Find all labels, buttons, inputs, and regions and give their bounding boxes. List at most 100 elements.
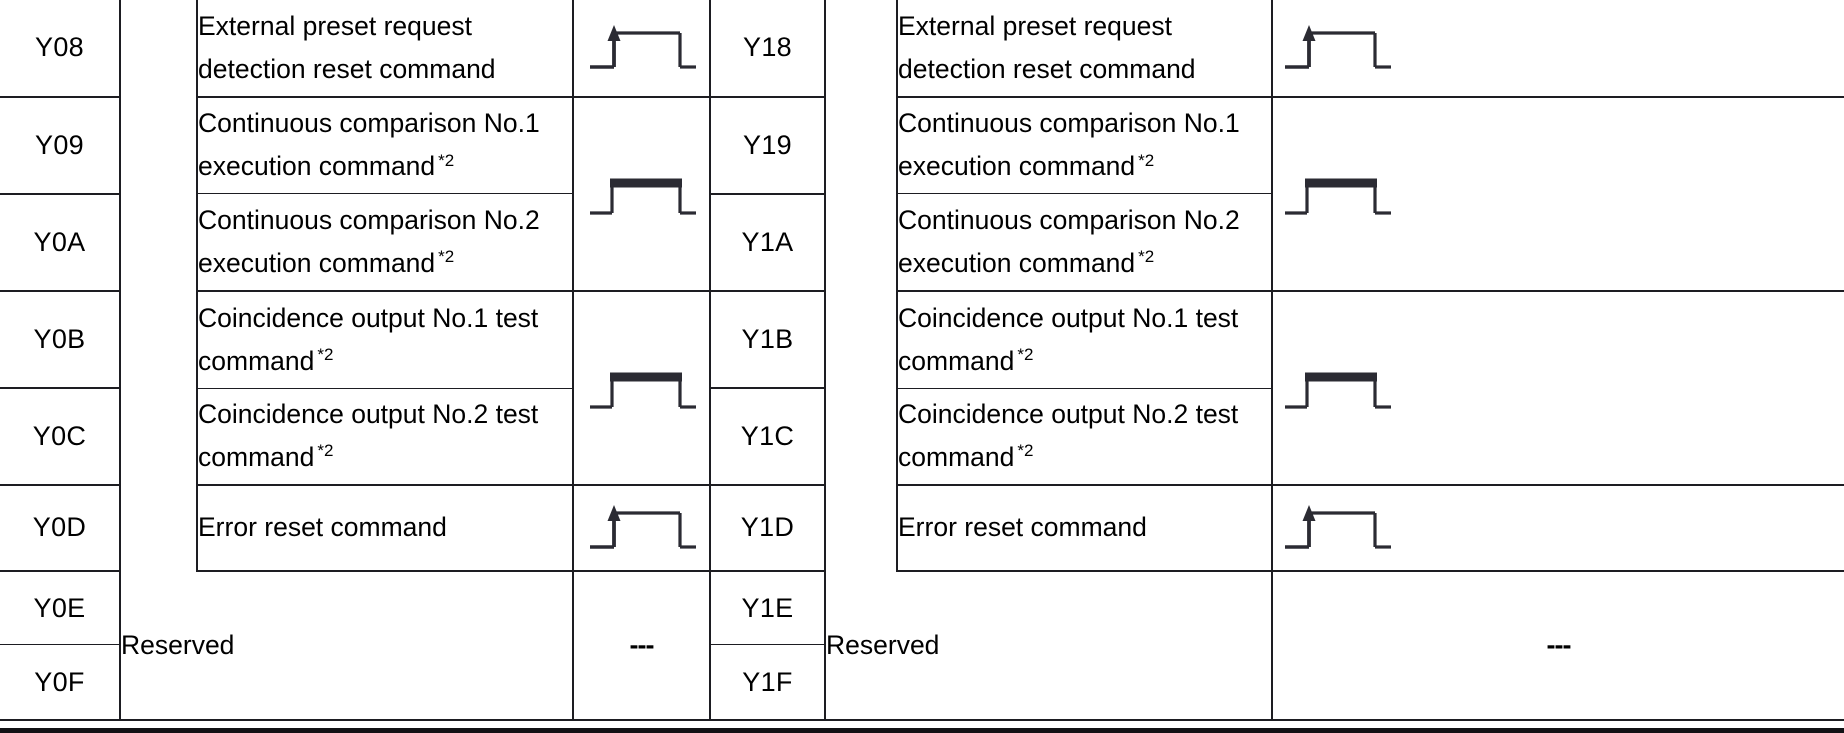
signal-waveform-cell xyxy=(573,485,711,572)
description-cell: Continuous comparison No.1 execution com… xyxy=(897,96,1273,195)
description-line-2: command*2 xyxy=(198,344,334,376)
signal-waveform-cell xyxy=(573,0,711,98)
footnote-marker: *2 xyxy=(438,150,455,170)
description-line-1: Error reset command xyxy=(198,512,447,543)
no-signal-indicator: --- xyxy=(1272,570,1844,722)
description-cell: Error reset command xyxy=(897,485,1273,572)
spacer-cell xyxy=(825,388,898,486)
spacer-cell xyxy=(825,96,898,194)
spacer-cell xyxy=(120,0,198,97)
device-code-cell: Y0F xyxy=(0,644,121,722)
footnote-marker: *2 xyxy=(317,441,334,461)
footnote-marker: *2 xyxy=(1138,247,1155,267)
description-line-1: Continuous comparison No.1 xyxy=(898,108,1240,139)
table-row: Y0B Coincidence output No.1 test command… xyxy=(0,290,1844,487)
table-bottom-rule xyxy=(0,720,1844,733)
device-code-cell: Y0C xyxy=(0,388,121,487)
description-line-2: command*2 xyxy=(198,441,334,473)
description-cell: External preset request detection reset … xyxy=(897,0,1273,98)
table-row: Y09 Continuous comparison No.1 execution… xyxy=(0,96,1844,292)
description-line-1: Error reset command xyxy=(898,512,1147,543)
footnote-marker: *2 xyxy=(1138,150,1155,170)
description-cell: Coincidence output No.1 test command*2 xyxy=(897,290,1273,389)
level-plateau-icon xyxy=(1285,372,1391,409)
rising-edge-pulse-icon xyxy=(1285,24,1391,69)
table-row: Y0A Continuous comparison No.2 execution… xyxy=(0,193,1844,292)
table-row: Y0D Error reset command Y1D Error reset … xyxy=(0,485,1844,572)
description-line-1: External preset request xyxy=(198,10,472,41)
description-line-1: Coincidence output No.1 test xyxy=(898,302,1239,333)
description-line-1: Continuous comparison No.1 xyxy=(198,108,540,139)
description-cell: Coincidence output No.2 test command*2 xyxy=(897,388,1273,487)
signal-waveform-cell xyxy=(573,96,711,292)
description-cell: Continuous comparison No.2 execution com… xyxy=(197,193,574,292)
rising-edge-pulse-icon xyxy=(1285,504,1391,549)
description-line-1: Continuous comparison No.2 xyxy=(198,205,540,236)
device-code-cell: Y1A xyxy=(709,193,826,292)
description-cell: Continuous comparison No.2 execution com… xyxy=(897,193,1273,292)
table-row: Y0F Y1F xyxy=(0,644,1844,722)
signal-waveform-cell xyxy=(1272,96,1844,292)
level-plateau-icon xyxy=(589,372,696,409)
no-signal-indicator: --- xyxy=(573,570,711,722)
level-plateau-icon xyxy=(589,178,696,215)
description-line-2: command*2 xyxy=(898,441,1034,473)
description-line-2: execution command*2 xyxy=(198,247,455,279)
description-line-2: execution command*2 xyxy=(898,150,1155,182)
spacer-cell xyxy=(120,193,198,291)
device-code-cell: Y0B xyxy=(0,290,121,390)
table-row: Y08 External preset request detection re… xyxy=(0,0,1844,98)
description-line-1: Coincidence output No.2 test xyxy=(898,399,1239,430)
description-cell: Continuous comparison No.1 execution com… xyxy=(197,96,574,195)
table-row: Y0C Coincidence output No.2 test command… xyxy=(0,388,1844,487)
footnote-marker: *2 xyxy=(1017,344,1034,364)
device-code-cell: Y0E xyxy=(0,570,121,646)
signal-waveform-cell xyxy=(1272,485,1844,572)
description-line-1: Coincidence output No.1 test xyxy=(198,302,539,333)
description-cell: Coincidence output No.2 test command*2 xyxy=(197,388,574,487)
description-cell: External preset request detection reset … xyxy=(197,0,574,98)
description-line-2: detection reset command xyxy=(898,53,1196,84)
reserved-cell: Reserved xyxy=(120,570,574,722)
table-row: Y0E Reserved --- Y1E Reserved --- xyxy=(0,570,1844,722)
device-code-cell: Y1E xyxy=(709,570,826,646)
description-line-2: detection reset command xyxy=(198,53,496,84)
signal-waveform-cell xyxy=(573,290,711,487)
spacer-cell xyxy=(120,388,198,486)
device-code-cell: Y1F xyxy=(709,644,826,722)
spacer-cell xyxy=(825,0,898,97)
spacer-cell xyxy=(825,290,898,388)
device-code-cell: Y1C xyxy=(709,388,826,487)
rising-edge-pulse-icon xyxy=(589,24,696,69)
reserved-cell: Reserved xyxy=(825,570,1273,722)
spacer-cell xyxy=(120,290,198,388)
footnote-marker: *2 xyxy=(1017,441,1034,461)
spacer-cell xyxy=(825,485,898,571)
footnote-marker: *2 xyxy=(438,247,455,267)
spacer-cell xyxy=(825,193,898,291)
description-cell: Error reset command xyxy=(197,485,574,572)
bottom-border xyxy=(0,720,1844,733)
rising-edge-pulse-icon xyxy=(589,504,696,549)
device-code-cell: Y18 xyxy=(709,0,826,98)
level-plateau-icon xyxy=(1285,178,1391,215)
description-line-1: External preset request xyxy=(898,10,1172,41)
description-line-1: Coincidence output No.2 test xyxy=(198,399,539,430)
spacer-cell xyxy=(120,96,198,194)
spacer-cell xyxy=(120,485,198,571)
description-line-1: Continuous comparison No.2 xyxy=(898,205,1240,236)
device-code-cell: Y19 xyxy=(709,96,826,195)
device-code-cell: Y1D xyxy=(709,485,826,572)
description-line-2: command*2 xyxy=(898,344,1034,376)
signal-waveform-cell xyxy=(1272,290,1844,487)
device-code-cell: Y09 xyxy=(0,96,121,195)
device-code-cell: Y0D xyxy=(0,485,121,572)
device-code-cell: Y08 xyxy=(0,0,121,98)
description-line-2: execution command*2 xyxy=(898,247,1155,279)
footnote-marker: *2 xyxy=(317,344,334,364)
description-line-2: execution command*2 xyxy=(198,150,455,182)
device-code-cell: Y1B xyxy=(709,290,826,390)
signal-waveform-cell xyxy=(1272,0,1844,98)
